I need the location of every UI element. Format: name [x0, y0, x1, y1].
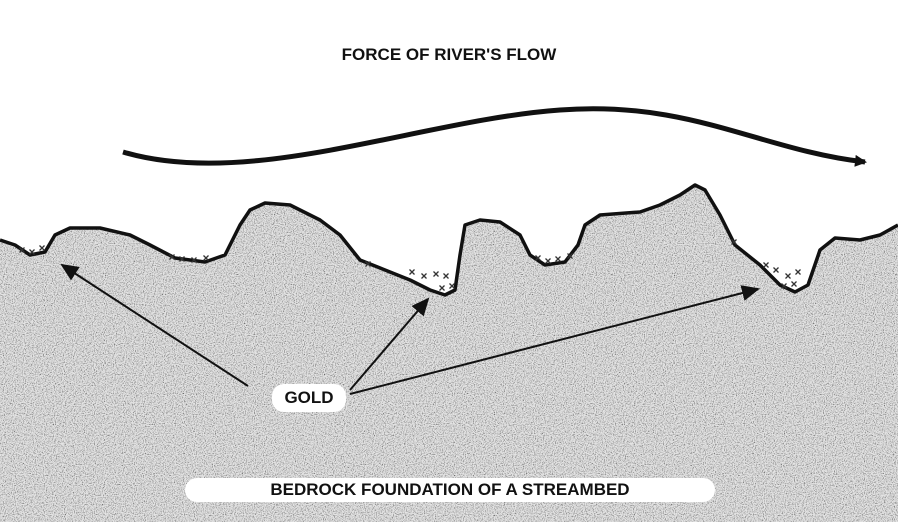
gold-deposit-mark: [409, 269, 415, 275]
gold-deposit-mark: [567, 253, 573, 259]
bedrock-label: BEDROCK FOUNDATION OF A STREAMBED: [185, 478, 715, 502]
gold-deposit-mark: [773, 267, 779, 273]
gold-deposit-mark: [785, 273, 791, 279]
gold-deposit-mark: [731, 239, 737, 245]
gold-deposit-mark: [449, 283, 455, 289]
bedrock: [0, 183, 898, 522]
gold-deposit-mark: [19, 247, 25, 253]
arrow-to-gold-right: [349, 285, 760, 395]
gold-label: GOLD: [272, 384, 346, 412]
arrow-to-gold-middle: [349, 297, 430, 391]
gold-deposit-mark: [365, 261, 371, 267]
gold-deposits: [19, 239, 801, 291]
gold-deposit-mark: [555, 256, 561, 262]
arrow-to-gold-left: [60, 263, 249, 387]
gold-deposit-mark: [795, 269, 801, 275]
gold-deposit-mark: [443, 273, 449, 279]
diagram-title: FORCE OF RIVER'S FLOW: [341, 45, 557, 64]
gold-deposit-mark: [191, 257, 197, 263]
gold-deposit-mark: [179, 256, 185, 262]
gold-deposit-mark: [169, 254, 175, 260]
gold-deposit-mark: [545, 258, 551, 264]
gold-deposit-mark: [203, 255, 209, 261]
river-flow-arrow: [122, 106, 867, 167]
gold-deposit-mark: [763, 262, 769, 268]
gold-pointer-arrows: [60, 263, 760, 395]
gold-deposit-mark: [29, 249, 35, 255]
gold-deposit-mark: [791, 281, 797, 287]
bedrock-outline: [0, 183, 898, 297]
gold-deposit-mark: [535, 255, 541, 261]
gold-deposit-mark: [439, 285, 445, 291]
gold-deposit-mark: [781, 283, 787, 289]
gold-deposit-mark: [39, 245, 45, 251]
gold-deposit-mark: [433, 271, 439, 277]
gold-deposit-mark: [421, 273, 427, 279]
